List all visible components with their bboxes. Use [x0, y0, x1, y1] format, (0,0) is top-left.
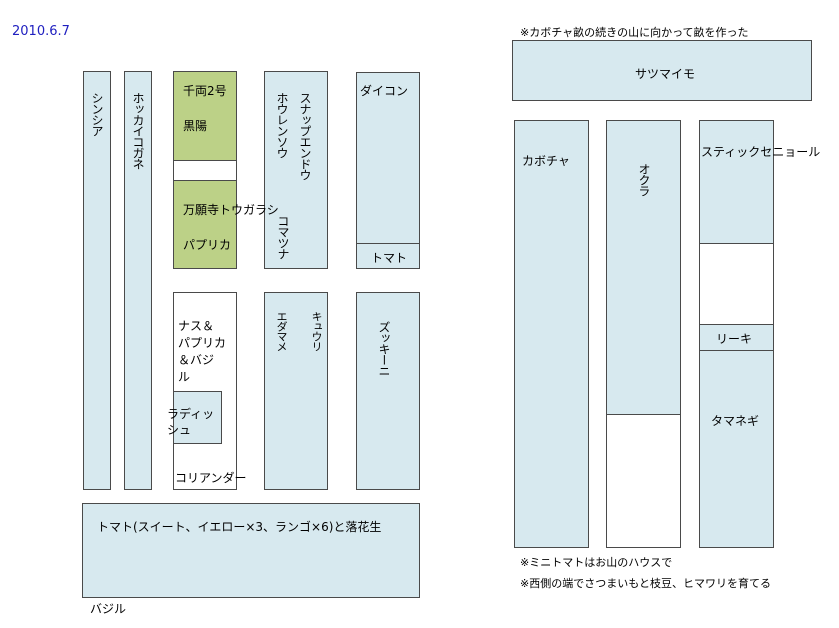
bed-senryo-kokuyo: 千両2号 黒陽	[173, 71, 237, 161]
label: ホッカイコガネ	[131, 92, 145, 169]
bed-zucchini: ズッキーニ	[356, 292, 420, 490]
label: エダマメ	[275, 311, 288, 351]
line: ル	[178, 370, 191, 384]
label: 黒陽	[183, 119, 208, 133]
label: トマト(スイート、イエロー×3、ランゴ×6)と落花生	[97, 520, 382, 534]
basil-label: バジル	[90, 602, 127, 616]
radish-label: ラディッ シュ	[167, 406, 214, 438]
bed-radish: ラディッ シュ	[167, 391, 222, 444]
label: サツマイモ	[635, 67, 696, 81]
label: トマト	[371, 251, 408, 265]
bed-tomato: トマト	[356, 243, 420, 269]
date-label: 2010.6.7	[12, 24, 70, 39]
label: ダイコン	[360, 84, 409, 98]
bed-empty	[606, 414, 681, 548]
label: 千両2号	[183, 84, 227, 98]
label: オクラ	[637, 163, 651, 196]
bed-stick-senor: スティックセニョール	[699, 120, 820, 244]
bed-tomato-peanut: トマト(スイート、イエロー×3、ランゴ×6)と落花生	[82, 503, 420, 598]
bed-empty	[699, 243, 774, 325]
bed-hokkaikogane: ホッカイコガネ	[124, 71, 152, 490]
label: ズッキーニ	[377, 321, 391, 376]
line: シュ	[167, 423, 192, 437]
label: パプリカ	[183, 238, 232, 252]
label: コリアンダー	[175, 471, 247, 485]
note-bottom-2: ※西側の端でさつまいもと枝豆、ヒマワリを育てる	[520, 577, 771, 590]
label: スナップエンドウ	[298, 92, 312, 180]
line: ラディッ	[167, 407, 215, 421]
note-bottom-1: ※ミニトマトはお山のハウスで	[520, 556, 673, 569]
label: スティックセニョール	[701, 145, 821, 159]
line: パプリカ	[178, 336, 227, 350]
bed-gap	[173, 160, 237, 181]
note-top: ※カボチャ畝の続きの山に向かって畝を作った	[520, 26, 749, 39]
label: リーキ	[716, 332, 753, 346]
line: ＆バジ	[178, 353, 215, 367]
label: キュウリ	[310, 311, 323, 351]
bed-edamame-kyuri: エダマメ キュウリ	[264, 292, 328, 490]
bed-shinshia: シンシア	[83, 71, 111, 490]
label: タマネギ	[711, 414, 760, 428]
label: カボチャ	[522, 154, 570, 168]
label: ホウレンソウ	[275, 92, 289, 158]
bed-tamanegi: タマネギ	[699, 350, 774, 548]
label: シンシア	[90, 92, 104, 136]
label: 万願寺トウガラシ	[183, 203, 279, 217]
bed-manganji-paprika: 万願寺トウガラシ パプリカ	[173, 180, 279, 269]
nasu-label: ナス＆ パプリカ ＆バジ ル	[178, 318, 226, 386]
bed-kabocha: カボチャ	[514, 120, 589, 548]
bed-leek: リーキ	[699, 324, 774, 351]
bed-horenso-snap-komatsuna: ホウレンソウ スナップエンドウ コマツナ	[264, 71, 328, 269]
line: ナス＆	[178, 319, 215, 333]
bed-daikon: ダイコン	[356, 72, 420, 244]
label: コマツナ	[276, 215, 290, 259]
bed-satsumaimo: サツマイモ	[512, 40, 812, 101]
bed-okra: オクラ	[606, 120, 681, 415]
